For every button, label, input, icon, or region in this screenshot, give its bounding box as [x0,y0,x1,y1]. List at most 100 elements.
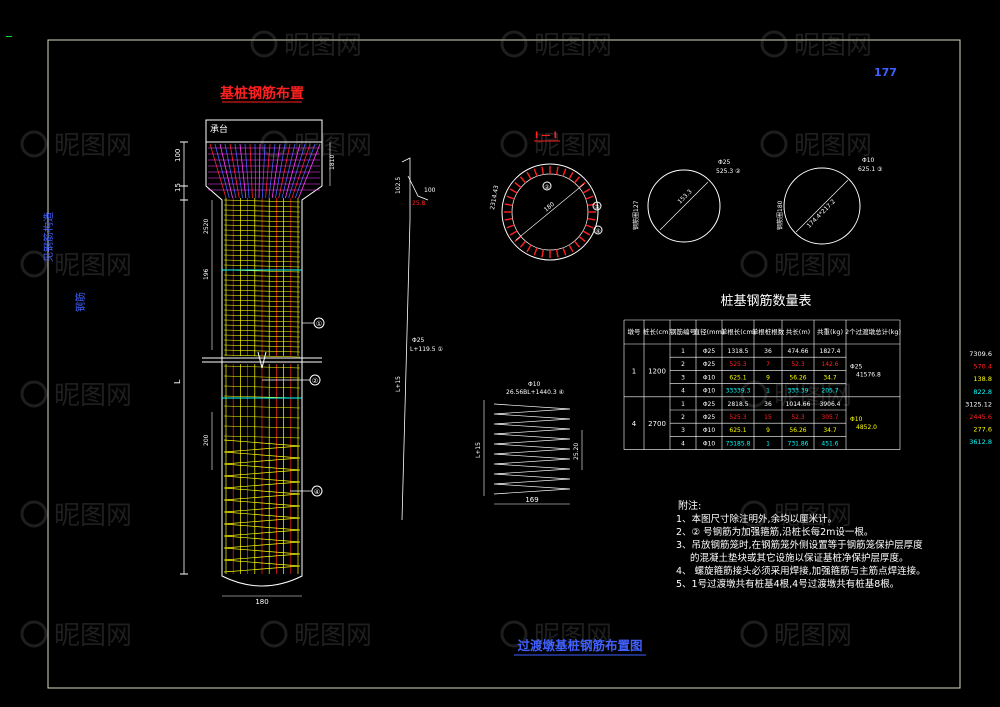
svg-text:34.7: 34.7 [823,427,837,434]
svg-text:单根长(cm): 单根长(cm) [721,327,755,336]
side-totals: 7309.6570.4138.8822.83125.122445.6277.63… [965,350,992,446]
svg-text:1: 1 [766,388,770,395]
dim-196: 196 [203,268,210,280]
svg-text:52.3: 52.3 [791,361,805,368]
svg-text:625.1: 625.1 [729,427,746,434]
svg-text:Φ10: Φ10 [703,427,716,434]
svg-text:625.1: 625.1 [729,374,746,381]
svg-text:1318.5: 1318.5 [728,348,749,355]
note-line-2: 2、② 号钢筋为加强箍筋,沿桩长每2m设一根。 [676,526,873,538]
svg-text:1: 1 [632,367,636,375]
svg-text:7: 7 [766,361,770,368]
svg-text:Φ10: Φ10 [850,416,863,423]
cursor-tick: _ [5,23,13,37]
spiral-right-dim: 25.20 [573,443,580,460]
section-dim-180: 180 [543,201,556,214]
svg-text:451.6: 451.6 [821,440,838,447]
svg-text:昵图网: 昵图网 [774,501,852,531]
elevation-view: 基桩钢筋布置 承台 100 15 L 2520 196 200 1810 [42,85,443,606]
svg-text:昵图网: 昵图网 [54,131,132,161]
hoop-3-inner: 174.4*217.2 [806,198,837,229]
section-main-bars [504,166,596,258]
table-grid [623,319,901,450]
hoop-3-detail: 174.4*217.2 Φ10 625.1 ③ 钢筋圈180 [776,157,882,245]
svg-text:昵图网: 昵图网 [774,381,852,411]
svg-text:Φ25: Φ25 [703,348,716,355]
svg-text:共长(m): 共长(m) [786,327,810,336]
svg-text:333.39: 333.39 [788,388,809,395]
callout-bar-1: ① [302,317,325,329]
pile-cap-outline [205,119,323,143]
svg-text:474.66: 474.66 [788,348,809,355]
svg-text:1014.66: 1014.66 [786,401,811,408]
elevation-title: 基桩钢筋布置 [220,85,304,102]
svg-text:41576.8: 41576.8 [856,371,881,378]
svg-text:墩号: 墩号 [628,327,642,336]
hoop-3-label-2: 625.1 ③ [858,166,882,173]
svg-text:56.26: 56.26 [789,427,806,434]
blue-note-2: 钢筋 [74,292,87,312]
svg-text:2700: 2700 [648,420,666,428]
note-line-5: 4、 螺旋箍筋接头必须采用焊接,加强箍筋与主筋点焊连接。 [676,565,926,577]
rebar-quantity-table: 桩基钢筋数量表 墩号桩长(cm)钢筋编号直径(mm)单根长(cm)单根桩根数共长… [623,293,992,450]
dim-200: 200 [203,434,210,446]
dim-bottom-180: 180 [255,598,268,606]
section-outer-circle [501,163,599,261]
svg-text:昵图网: 昵图网 [294,131,372,161]
svg-text:昵图网: 昵图网 [774,621,852,651]
svg-text:④: ④ [314,488,320,496]
notes-heading: 附注: [678,499,701,512]
svg-text:直径(mm): 直径(mm) [694,327,725,336]
svg-text:Φ25: Φ25 [703,401,716,408]
note-line-1: 1、本图尺寸除注明外,余均以厘米计。 [676,513,837,525]
svg-text:昵图网: 昵图网 [794,131,872,161]
svg-text:Φ25: Φ25 [850,363,863,370]
svg-text:9: 9 [766,374,770,381]
svg-text:昵图网: 昵图网 [54,251,132,281]
svg-text:73185.8: 73185.8 [726,440,751,447]
page-number: 177 [874,66,897,79]
svg-text:3: 3 [681,427,685,434]
spiral-bar [493,403,571,495]
spiral-left-dim: L+15 [475,442,482,458]
svg-text:2: 2 [681,414,685,421]
section-view: I — I 180 2314.43 ② ① ④ [489,131,603,261]
svg-text:3: 3 [681,374,685,381]
pile-cap-label: 承台 [210,123,228,135]
side-total: 3125.12 [965,400,992,408]
svg-text:昵图网: 昵图网 [54,501,132,531]
svg-text:昵图网: 昵图网 [794,31,872,61]
dim-right-100: 100 [424,187,436,194]
section-label: I — I [535,131,557,141]
hoop-2-inner: 153.3 [676,188,693,205]
hoop-3-side: 钢筋圈180 [776,200,784,230]
svg-text:Φ10: Φ10 [703,374,716,381]
svg-text:1: 1 [681,348,685,355]
side-total: 570.4 [973,363,992,371]
callout-bar-2: ② [262,374,321,386]
side-total: 138.8 [973,375,992,383]
bar-1-note-line1: Φ25 [412,337,425,344]
svg-text:1: 1 [681,401,685,408]
dim-right-25-8: 25.8 [412,200,426,207]
dim-right-102-5: 102.5 [395,177,402,194]
dim-1810: 1810 [329,155,336,170]
dim-top-100: 100 [174,149,182,162]
dim-right-L15: L+15 [395,376,402,392]
svg-text:昵图网: 昵图网 [284,31,362,61]
side-total: 7309.6 [969,350,992,358]
svg-text:1: 1 [766,440,770,447]
svg-text:共重(kg): 共重(kg) [817,327,843,336]
svg-text:205.7: 205.7 [821,388,838,395]
table-title: 桩基钢筋数量表 [720,293,811,309]
svg-text:单根桩根数: 单根桩根数 [752,327,785,336]
svg-text:33339.3: 33339.3 [726,388,751,395]
bar-1-detail [401,157,411,521]
svg-text:525.3: 525.3 [729,361,746,368]
hoop-2-detail: 153.3 Φ25 525.3 ② 钢筋圈127 [632,159,741,243]
svg-text:昵图网: 昵图网 [774,251,852,281]
svg-text:9: 9 [766,427,770,434]
svg-text:昵图网: 昵图网 [54,381,132,411]
svg-text:Φ10: Φ10 [703,388,716,395]
spiral-detail: Φ10 26.56BL+1440.3 ④ L+15 25.20 169 [475,381,583,505]
